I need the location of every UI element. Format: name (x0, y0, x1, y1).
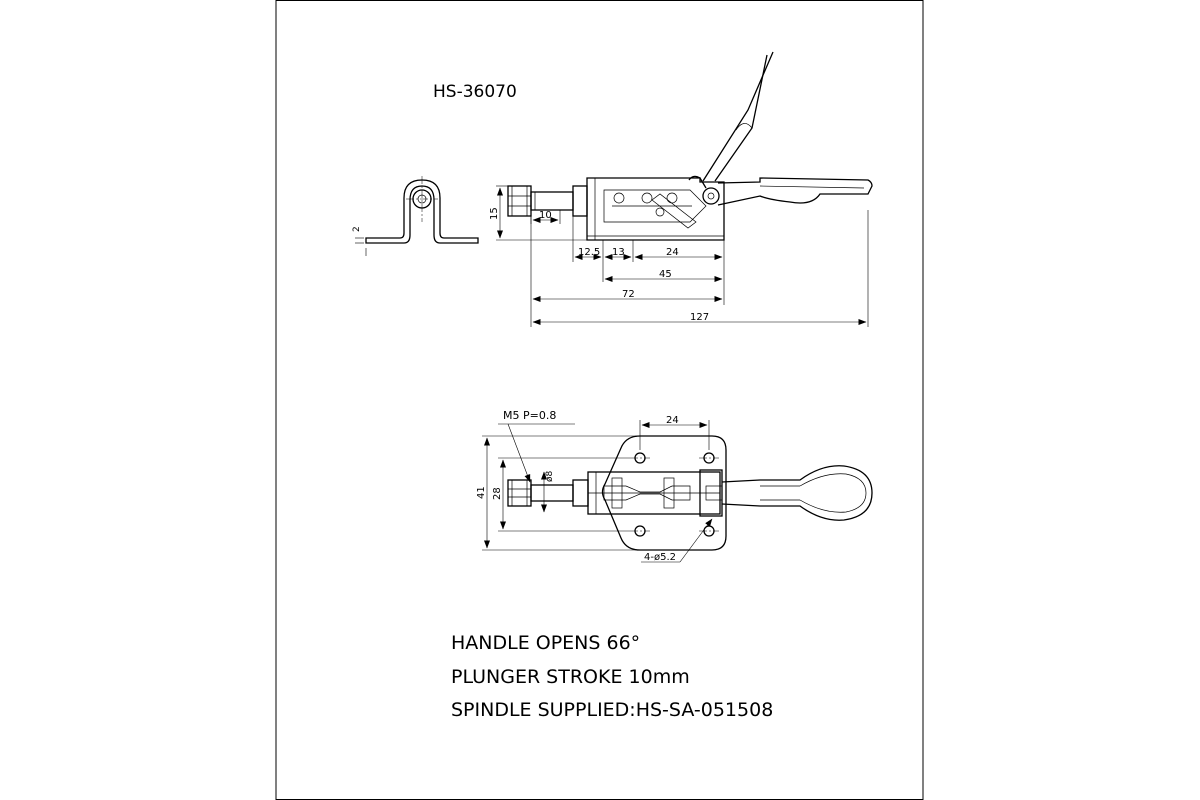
top-view-dimensions: M5 P=0.8 24 41 28 ø8 4-ø5.2 (476, 409, 713, 563)
dim-72: 72 (622, 289, 635, 300)
note-handle-opens: HANDLE OPENS 66° (451, 632, 640, 654)
side-view-dimensions: 15 10 12.5 13 24 45 72 127 (489, 185, 869, 327)
dim-stroke-10: 10 (539, 210, 552, 221)
dim-height-15: 15 (489, 207, 500, 220)
spec-notes: HANDLE OPENS 66° PLUNGER STROKE 10mm SPI… (451, 632, 773, 721)
thread-spec-label: M5 P=0.8 (503, 409, 556, 422)
end-view-bracket: 2 (352, 176, 479, 256)
side-view-clamp (507, 51, 873, 241)
dim-bracket-thickness: 2 (352, 226, 362, 232)
dim-holes-4x5-2: 4-ø5.2 (644, 552, 676, 563)
dim-127: 127 (690, 312, 709, 323)
dim-24: 24 (666, 247, 679, 258)
dim-12-5: 12.5 (578, 247, 600, 258)
part-number-title: HS-36070 (433, 82, 517, 102)
note-plunger-stroke: PLUNGER STROKE 10mm (451, 666, 690, 688)
dim-overall-41: 41 (476, 486, 487, 499)
dim-plunger-dia: ø8 (545, 470, 555, 482)
top-view-clamp (507, 435, 873, 551)
note-spindle-supplied: SPINDLE SUPPLIED:HS-SA-051508 (451, 699, 773, 721)
dim-45: 45 (659, 269, 672, 280)
dim-pitch-28: 28 (492, 487, 503, 500)
dim-hole-spacing-24: 24 (666, 415, 679, 426)
dim-13: 13 (612, 247, 625, 258)
